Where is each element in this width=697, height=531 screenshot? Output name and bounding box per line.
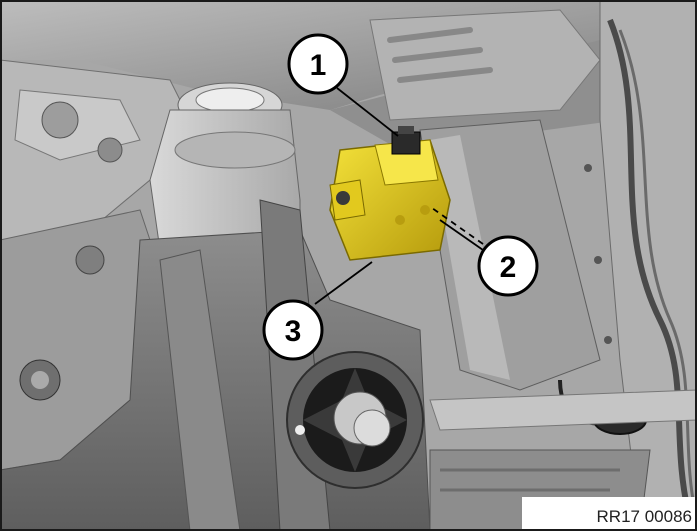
highlighted-valve-block [329,139,451,261]
callout-3-label: 3 [285,315,302,348]
sensor-connector [391,126,421,155]
callout-3: 3 [262,299,324,361]
callout-1-label: 1 [310,49,327,82]
upper-body-panel [0,0,697,150]
leader-lines [314,87,484,305]
callout-2: 2 [477,235,539,297]
callout-2-label: 2 [500,251,517,284]
reference-code: RR17 00086 [597,507,692,526]
callout-1: 1 [287,33,349,95]
reference-code-box: RR17 00086 [522,497,697,531]
rubber-bushing [286,351,424,489]
